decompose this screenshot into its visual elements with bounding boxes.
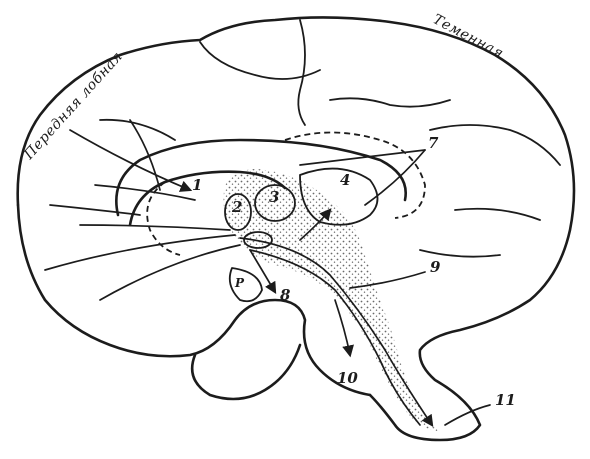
leader-11 [445, 405, 490, 425]
sulcus [455, 209, 540, 220]
sulcus [330, 98, 450, 106]
leader-7-a [300, 150, 425, 165]
sulcus [298, 20, 305, 125]
label-1: 1 [192, 176, 202, 194]
sulcus [430, 125, 560, 165]
label-11: 11 [495, 391, 516, 409]
label-9: 9 [430, 258, 441, 276]
projection-line [100, 245, 240, 300]
lobe-label-frontal: Передняя лобная [20, 49, 126, 164]
temporal-lobe-outline [192, 345, 300, 399]
label-7: 7 [428, 134, 439, 152]
label-p: P [234, 276, 245, 290]
projection-line [95, 185, 195, 200]
label-8: 8 [280, 286, 291, 304]
sulcus [200, 42, 320, 79]
projection-line [45, 235, 235, 270]
sulcus [100, 120, 175, 140]
sulcus [420, 250, 500, 257]
label-2: 2 [231, 198, 242, 216]
projection-line [80, 225, 230, 230]
label-3: 3 [269, 188, 279, 206]
lobe-label-parietal: Теменная [430, 11, 506, 62]
label-10: 10 [337, 369, 358, 387]
projection-line [50, 205, 140, 215]
label-4: 4 [340, 171, 350, 189]
